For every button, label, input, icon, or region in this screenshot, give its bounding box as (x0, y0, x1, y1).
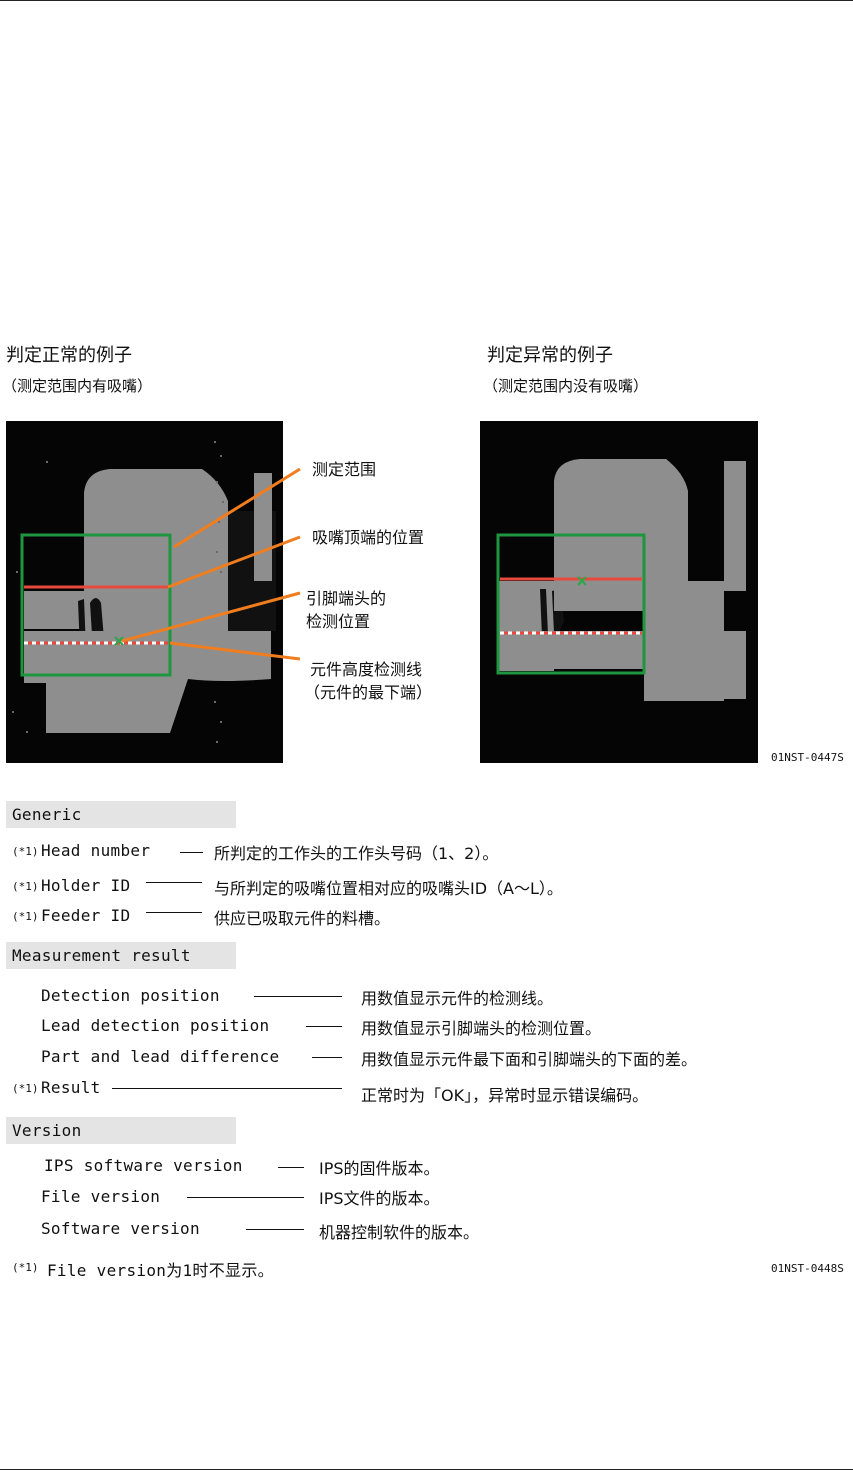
table-id: 01NST-0448S (771, 1262, 844, 1275)
item-result-label: Result (41, 1078, 101, 1097)
item-detection-position-desc: 用数值显示元件的检测线。 (361, 985, 553, 1009)
footnote-text: File version为1时不显示。 (47, 1257, 274, 1281)
section-header-version-label: Version (12, 1121, 82, 1140)
item-head-number-leader (180, 852, 203, 853)
item-feeder-id-leader (146, 912, 202, 913)
section-header-measurement: Measurement result (6, 942, 236, 969)
top-rule (0, 0, 853, 1)
section-header-version: Version (6, 1117, 236, 1144)
item-detection-position-leader (254, 996, 342, 997)
item-lead-detection-leader (306, 1026, 342, 1027)
item-feeder-id-mark: (*1) (12, 910, 39, 923)
item-file-version-leader (187, 1197, 304, 1198)
item-ips-software-label: IPS software version (44, 1156, 243, 1175)
item-holder-id-leader (146, 882, 202, 883)
item-software-version-desc: 机器控制软件的版本。 (319, 1219, 479, 1243)
item-head-number-desc: 所判定的工作头的工作头号码（1、2）。 (214, 840, 498, 864)
item-part-lead-diff-desc: 用数值显示元件最下面和引脚端头的下面的差。 (361, 1046, 697, 1070)
callout-measure-range: 测定范围 (312, 456, 376, 480)
item-result-leader (112, 1088, 342, 1089)
item-holder-id-label: Holder ID (41, 876, 130, 895)
callout-lead-tip-line1: 引脚端头的 (306, 585, 386, 609)
abnormal-example-image (480, 421, 758, 763)
callout-nozzle-tip: 吸嘴顶端的位置 (312, 524, 424, 548)
callout-height-line1: 元件高度检测线 (310, 656, 422, 680)
item-holder-id-desc: 与所判定的吸嘴位置相对应的吸嘴头ID（A～L）。 (214, 875, 563, 899)
footnote-mark: (*1) (12, 1261, 39, 1274)
item-part-lead-diff-label: Part and lead difference (41, 1047, 279, 1066)
abnormal-example-subtitle: （测定范围内没有吸嘴） (483, 375, 648, 396)
item-file-version-desc: IPS文件的版本。 (319, 1185, 440, 1209)
section-header-measurement-label: Measurement result (12, 946, 191, 965)
normal-example-title: 判定正常的例子 (6, 341, 132, 367)
item-software-version-label: Software version (41, 1219, 200, 1238)
item-feeder-id-desc: 供应已吸取元件的料槽。 (214, 905, 390, 929)
item-part-lead-diff-leader (312, 1057, 342, 1058)
callout-lines (0, 421, 320, 763)
section-header-generic: Generic (6, 801, 236, 828)
callout-height-line2: （元件的最下端） (304, 679, 432, 703)
item-ips-software-desc: IPS的固件版本。 (319, 1155, 440, 1179)
item-ips-software-leader (278, 1167, 304, 1168)
bottom-rule (0, 1469, 853, 1470)
item-result-desc: 正常时为「OK」，异常时显示错误编码。 (361, 1082, 648, 1106)
item-head-number-mark: (*1) (12, 845, 39, 858)
item-lead-detection-desc: 用数值显示引脚端头的检测位置。 (361, 1015, 601, 1039)
item-feeder-id-label: Feeder ID (41, 906, 130, 925)
item-holder-id-mark: (*1) (12, 880, 39, 893)
item-file-version-label: File version (41, 1187, 160, 1206)
normal-example-subtitle: （测定范围内有吸嘴） (2, 375, 152, 396)
item-detection-position-label: Detection position (41, 986, 220, 1005)
section-header-generic-label: Generic (12, 805, 82, 824)
item-head-number-label: Head number (41, 841, 150, 860)
figure-id: 01NST-0447S (771, 751, 844, 764)
item-lead-detection-label: Lead detection position (41, 1016, 269, 1035)
callout-lead-tip-line2: 检测位置 (306, 608, 370, 632)
abnormal-example-title: 判定异常的例子 (487, 341, 613, 367)
item-result-mark: (*1) (12, 1082, 39, 1095)
item-software-version-leader (246, 1229, 304, 1230)
